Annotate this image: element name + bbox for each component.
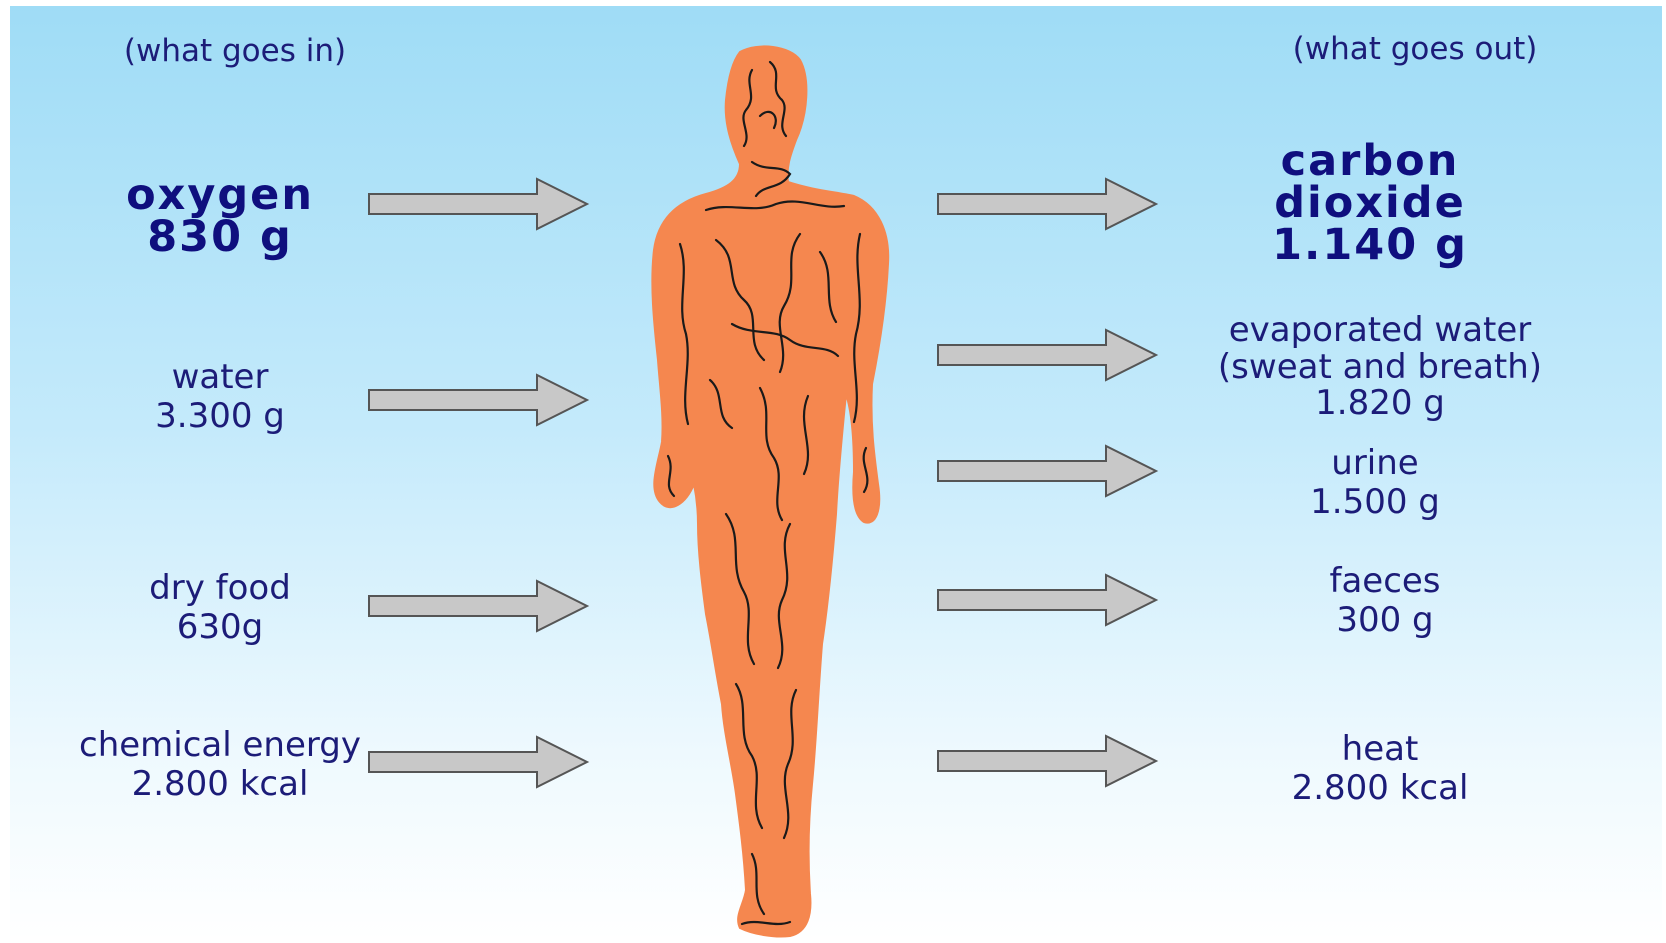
output-carbon-dioxide-label-2: dioxide <box>1240 182 1500 224</box>
input-dry-food: dry food 630g <box>105 569 335 647</box>
output-evaporated-water-label-2: (sweat and breath) <box>1210 349 1550 386</box>
input-chemical-energy-label: chemical energy <box>70 726 370 765</box>
output-urine-label: urine <box>1260 444 1490 483</box>
input-dry-food-amount: 630g <box>105 608 335 647</box>
output-evaporated-water-amount: 1.820 g <box>1210 385 1550 422</box>
output-evaporated-water-label-1: evaporated water <box>1210 312 1550 349</box>
input-chemical-energy: chemical energy 2.800 kcal <box>70 726 370 804</box>
input-water: water 3.300 g <box>105 358 335 436</box>
human-body-icon <box>640 44 900 940</box>
output-urine: urine 1.500 g <box>1260 444 1490 522</box>
arrow-faeces-out-icon <box>936 572 1162 628</box>
output-heat: heat 2.800 kcal <box>1260 730 1500 808</box>
input-water-label: water <box>105 358 335 397</box>
arrow-evaporated-water-out-icon <box>936 327 1162 383</box>
inputs-header: (what goes in) <box>105 34 365 70</box>
arrow-energy-in-icon <box>367 734 593 790</box>
output-faeces-amount: 300 g <box>1270 601 1500 640</box>
arrow-heat-out-icon <box>936 733 1162 789</box>
output-faeces-label: faeces <box>1270 562 1500 601</box>
output-heat-amount: 2.800 kcal <box>1260 769 1500 808</box>
input-oxygen-label: oxygen <box>100 174 340 216</box>
arrow-oxygen-in-icon <box>367 176 593 232</box>
arrow-urine-out-icon <box>936 443 1162 499</box>
output-faeces: faeces 300 g <box>1270 562 1500 640</box>
diagram-canvas: (what goes in) (what goes out) oxygen 83… <box>10 6 1662 940</box>
arrow-water-in-icon <box>367 372 593 428</box>
output-carbon-dioxide-amount: 1.140 g <box>1240 224 1500 266</box>
input-oxygen-amount: 830 g <box>100 216 340 258</box>
output-urine-amount: 1.500 g <box>1260 483 1490 522</box>
arrow-dry-food-in-icon <box>367 578 593 634</box>
output-carbon-dioxide-label-1: carbon <box>1240 140 1500 182</box>
input-water-amount: 3.300 g <box>105 397 335 436</box>
input-oxygen: oxygen 830 g <box>100 174 340 258</box>
output-evaporated-water: evaporated water (sweat and breath) 1.82… <box>1210 312 1550 422</box>
arrow-carbon-dioxide-out-icon <box>936 176 1162 232</box>
input-chemical-energy-amount: 2.800 kcal <box>70 765 370 804</box>
output-carbon-dioxide: carbon dioxide 1.140 g <box>1240 140 1500 266</box>
output-heat-label: heat <box>1260 730 1500 769</box>
input-dry-food-label: dry food <box>105 569 335 608</box>
outputs-header: (what goes out) <box>1280 32 1550 68</box>
